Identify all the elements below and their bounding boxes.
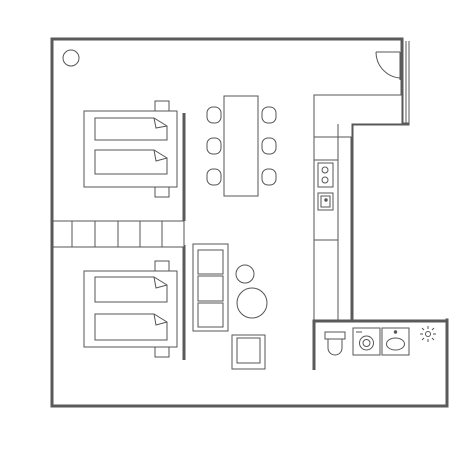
- dining-set: [206, 95, 277, 197]
- side-table-icon: [235, 264, 255, 284]
- wardrobe-icon: [52, 220, 185, 248]
- sofa-icon: [192, 243, 229, 332]
- dining-table-icon: [223, 95, 259, 197]
- toilet-icon: [324, 331, 346, 356]
- sink-icon: [317, 192, 334, 211]
- dining-chair-icon: [261, 106, 277, 124]
- pillow-icon: [94, 313, 168, 341]
- washing-machine-icon: [352, 327, 381, 356]
- bed-icon: [83, 260, 178, 358]
- coffee-table-icon: [236, 287, 268, 319]
- bed-icon: [83, 100, 178, 198]
- dining-chair-icon: [261, 168, 277, 186]
- door-swing-icon: [375, 51, 401, 80]
- ceiling-light-icon: [420, 326, 436, 342]
- pillow-icon: [94, 276, 168, 303]
- window-icon: [405, 41, 410, 124]
- dining-chair-icon: [206, 168, 222, 186]
- nightstand-icon: [154, 186, 170, 198]
- pillow-icon: [94, 117, 168, 141]
- armchair-icon: [231, 334, 266, 370]
- dining-chair-icon: [206, 137, 222, 155]
- dining-chair-icon: [261, 137, 277, 155]
- dining-chair-icon: [206, 106, 222, 124]
- pillow-icon: [94, 149, 168, 175]
- nightstand-icon: [154, 346, 170, 358]
- cooktop-icon: [317, 162, 334, 188]
- nightstand-icon: [154, 100, 170, 112]
- round-table-icon: [62, 49, 80, 67]
- nightstand-icon: [154, 260, 170, 272]
- kitchen-counter-icon: [313, 94, 403, 321]
- washbasin-icon: [381, 327, 410, 356]
